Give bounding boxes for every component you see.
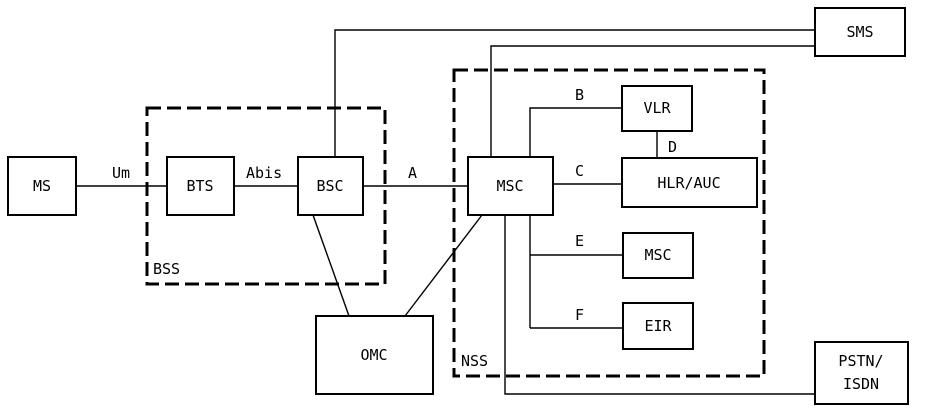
link-bsc-omc [312,214,350,317]
nss-group-boundary [452,68,766,378]
link-bsc-sms [334,29,815,157]
bts-label: BTS [186,177,213,195]
interface-d-label: D [668,138,677,156]
bsc-label: BSC [316,177,343,195]
ms-node: MS [7,156,77,216]
omc-label: OMC [360,346,387,364]
sms-label: SMS [846,23,873,41]
pstn-isdn-label-line2: ISDN [843,375,879,393]
link-msc-sms [490,45,815,157]
interface-abis-label: Abis [246,164,282,182]
msc-e-node: MSC [622,232,694,279]
ms-label: MS [33,177,51,195]
interface-c-label: C [575,162,584,180]
bss-group-label: BSS [153,260,180,278]
msc-main-node: MSC [467,156,554,216]
link-msc-omc [404,214,483,317]
interface-e-label: E [575,232,584,250]
link-msc-pstn [504,215,815,395]
interface-b-label: B [575,86,584,104]
sms-node: SMS [814,7,906,57]
nss-group-label: NSS [461,352,488,370]
msc-e-label: MSC [644,246,671,264]
eir-label: EIR [644,317,672,335]
connections [76,29,815,395]
hlr-auc-node: HLR/AUC [621,157,758,208]
pstn-isdn-node: PSTN/ ISDN [814,341,909,405]
msc-main-label: MSC [496,177,523,195]
interface-a-label: A [408,164,417,182]
interface-f-label: F [575,306,584,324]
link-msc-vlr [529,107,622,157]
omc-node: OMC [315,315,434,395]
eir-node: EIR [622,302,694,350]
bsc-node: BSC [297,156,364,216]
pstn-isdn-label-line1: PSTN/ [838,352,883,370]
interface-um-label: Um [112,164,130,182]
hlr-auc-label: HLR/AUC [657,174,720,192]
vlr-label: VLR [643,99,671,117]
bts-node: BTS [166,156,235,216]
vlr-node: VLR [621,85,693,132]
bss-group-boundary [145,106,387,286]
